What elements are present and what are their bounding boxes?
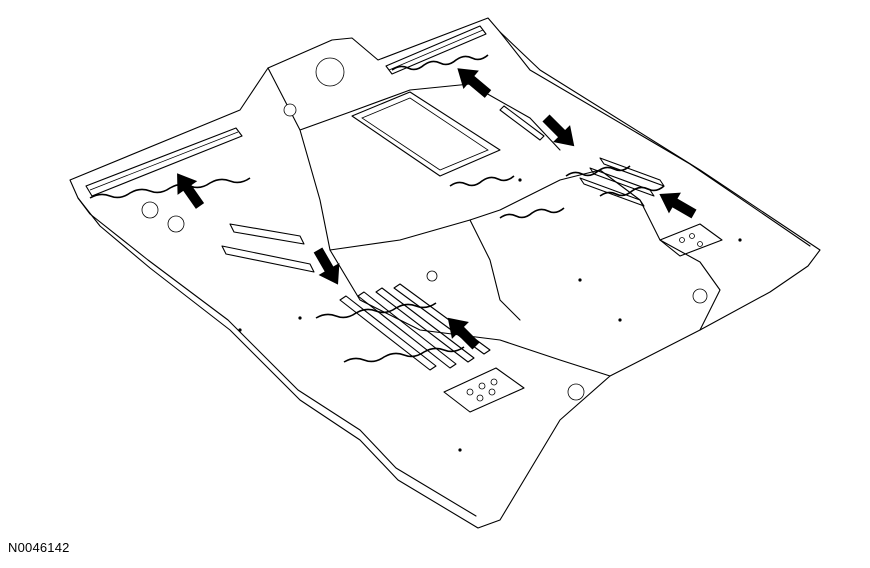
arrow-icon [457, 68, 492, 98]
floor-pan-outline [69, 17, 821, 529]
arrow-icon [313, 247, 340, 285]
shifter-opening [351, 91, 501, 177]
right-sill-strip [385, 25, 487, 75]
figure-caption: N0046142 [8, 540, 70, 555]
front-pad [443, 367, 525, 413]
rear-lip [499, 31, 811, 247]
cut-lines [89, 54, 665, 363]
arrow-icon [177, 173, 205, 209]
rear-right-ribs [499, 105, 665, 207]
front-lip [77, 197, 477, 517]
arrow-icon-group [177, 68, 697, 350]
arrow-icon [447, 317, 480, 350]
center-tunnel [267, 67, 721, 331]
left-sill-strip [85, 127, 243, 197]
arrow-icon [542, 114, 575, 147]
rear-pad [659, 223, 723, 257]
front-left-ribs [221, 223, 491, 371]
arrow-icon [659, 192, 697, 219]
